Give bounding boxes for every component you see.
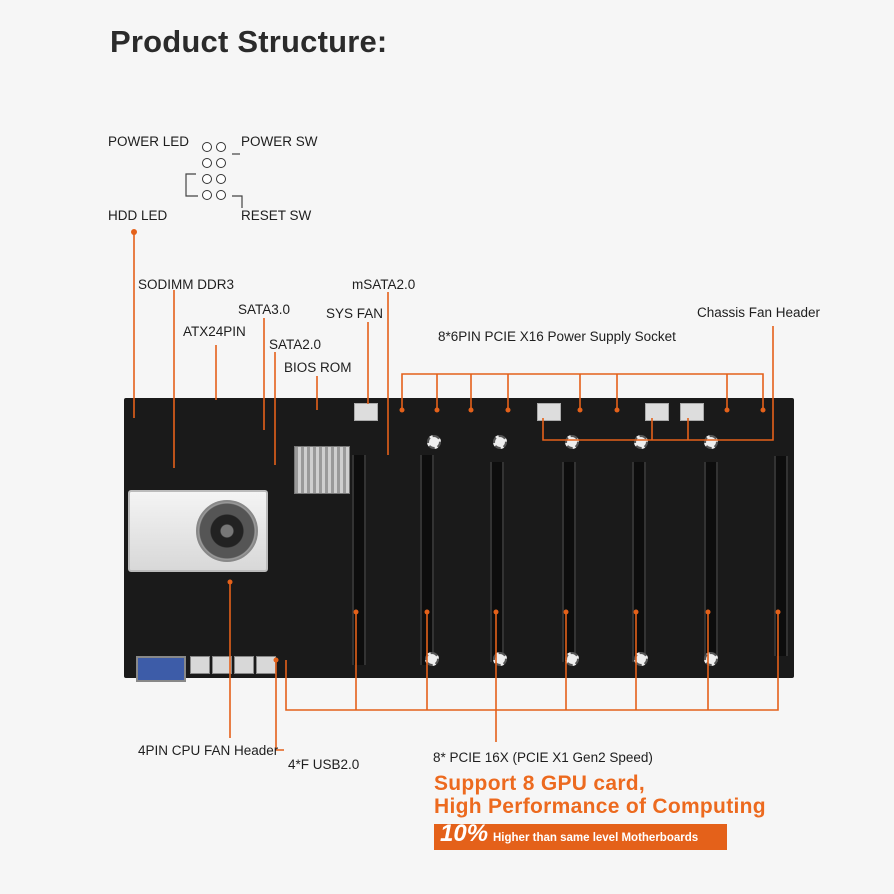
promo-line-2: High Performance of Computing [434,795,766,818]
sata3-label: SATA3.0 [238,302,291,317]
fan-icon [196,500,258,562]
pin-icon [202,190,212,200]
pcie-power-label: 8*6PIN PCIE X16 Power Supply Socket [438,329,676,344]
pcie-slots-label: 8* PCIE 16X (PCIE X1 Gen2 Speed) [433,750,653,765]
usb-port [234,656,254,674]
sata2-label: SATA2.0 [269,337,322,352]
chipset-heatsink [294,446,350,494]
promo-tail: Higher than same level Motherboards [493,832,699,844]
page-title: Product Structure: [110,24,388,59]
chassis-fan-label: Chassis Fan Header [697,305,821,320]
screw-icon [634,435,648,449]
screw-icon [425,652,439,666]
screw-icon [565,435,579,449]
pin-icon [216,190,226,200]
power-socket [680,403,704,421]
vga-port [136,656,186,682]
atx24-label: ATX24PIN [183,324,246,339]
cpu-fan-label: 4PIN CPU FAN Header [138,743,279,758]
pin-icon [202,158,212,168]
sodimm-label: SODIMM DDR3 [138,277,235,292]
promo-line-1: Support 8 GPU card, [434,772,646,795]
power-socket [354,403,378,421]
power-socket [537,403,561,421]
screw-icon [493,435,507,449]
pin-icon [216,174,226,184]
power-led-label: POWER LED [108,134,190,149]
bios-rom-label: BIOS ROM [284,360,352,375]
screw-icon [427,435,441,449]
screw-icon [704,435,718,449]
sys-fan-label: SYS FAN [326,306,384,321]
pin-icon [216,158,226,168]
msata-label: mSATA2.0 [352,277,416,292]
reset-sw-label: RESET SW [241,208,312,223]
usb-port [190,656,210,674]
pcie-slot [420,455,434,665]
usb-label: 4*F USB2.0 [288,757,360,772]
promo-percent: 10% [440,820,489,847]
screw-icon [634,652,648,666]
pin-icon [202,142,212,152]
promo-banner [434,824,727,850]
pin-icon [202,174,212,184]
front-panel-header [198,138,232,208]
hdd-led-label: HDD LED [108,208,168,223]
power-socket [645,403,669,421]
usb-port [212,656,232,674]
pin-icon [216,142,226,152]
pcie-slot [774,456,788,656]
power-sw-label: POWER SW [241,134,318,149]
